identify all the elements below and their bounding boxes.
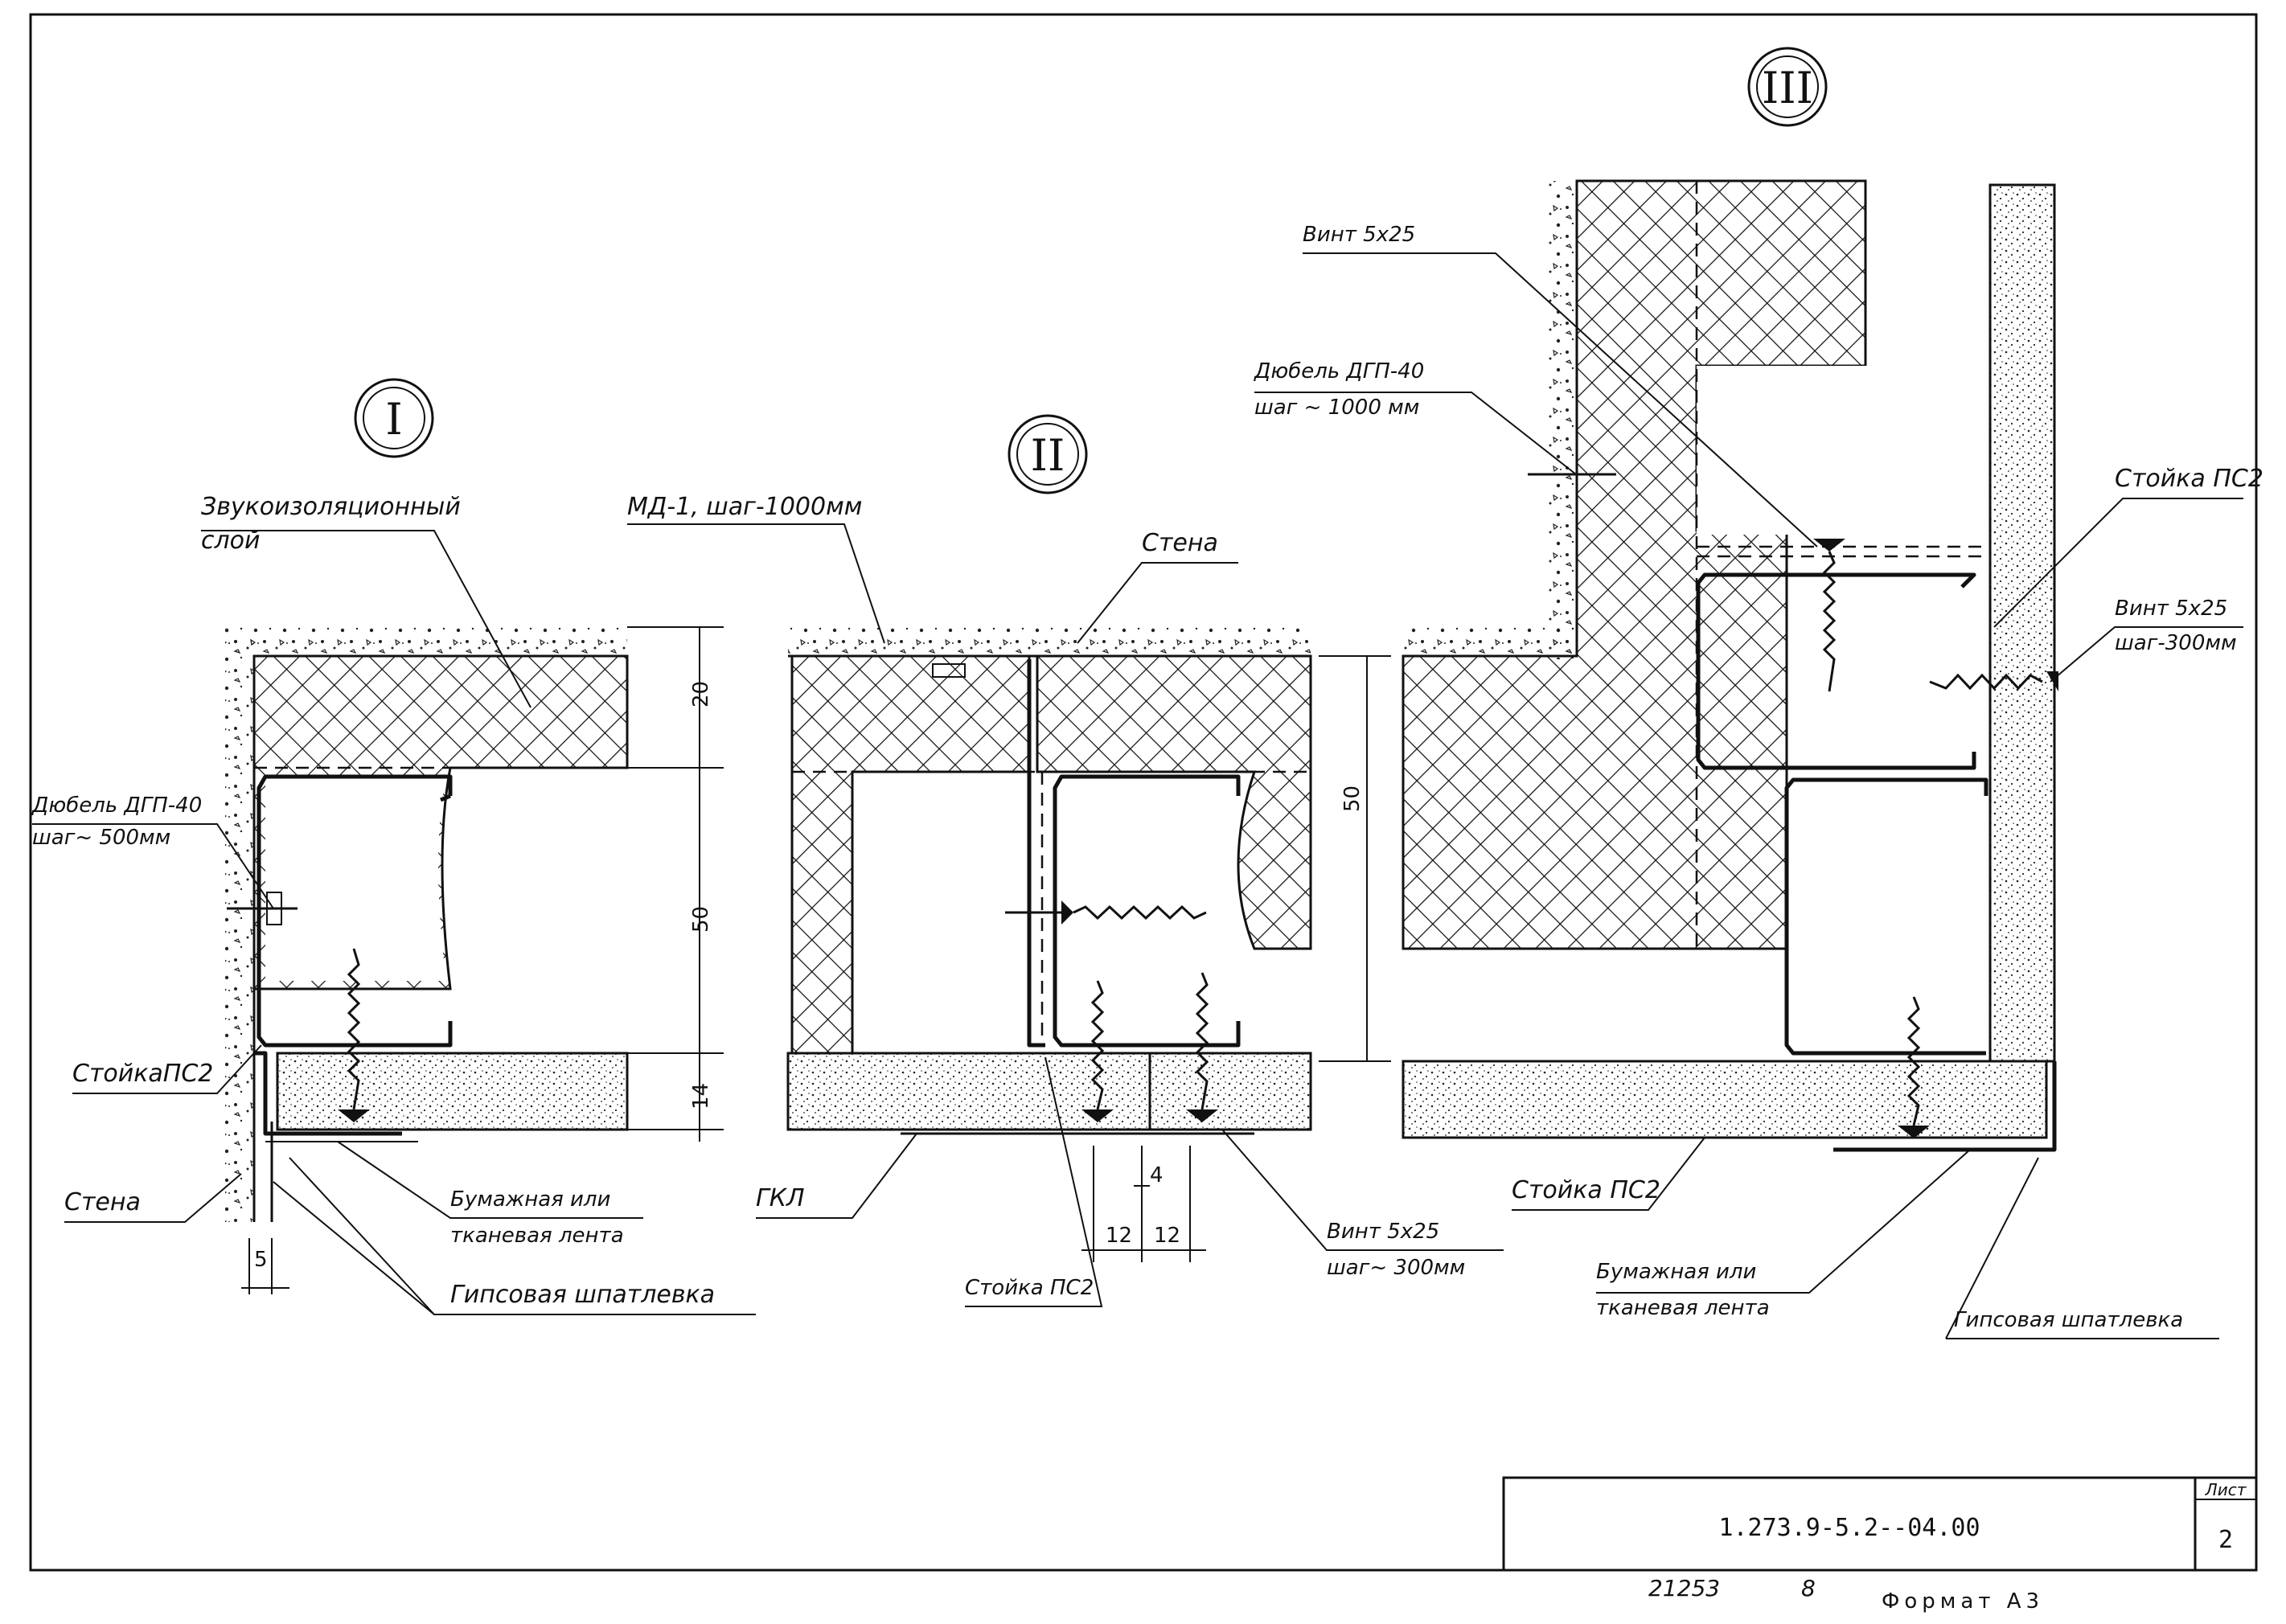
- label-s2-wall: Стена: [1142, 529, 1218, 557]
- section-1-number: I: [385, 394, 402, 445]
- footer-page: 8: [1801, 1575, 1816, 1601]
- section-2-insulation-left: [790, 654, 1031, 1055]
- section-2-md1-bracket: [932, 663, 966, 678]
- document-code: 1.273.9-5.2--04.00: [1718, 1514, 1980, 1542]
- label-s1-dowel: Дюбель ДГП-40: [31, 794, 202, 818]
- section-3-screw-top: [1813, 539, 1845, 692]
- label-s3-screw-right-step: шаг-300мм: [2115, 631, 2237, 655]
- section-2-screw-horizontal: [1005, 900, 1207, 925]
- title-block: 1.273.9-5.2--04.00 Лист 2: [1502, 1476, 2258, 1572]
- section-3-gkl-right: [1988, 183, 2056, 1063]
- section-1-screw: [338, 948, 370, 1122]
- section-3-gkl-bottom: [1402, 1060, 2048, 1139]
- dim-14: 14: [689, 1083, 713, 1109]
- label-s1-dowel-step: шаг~ 500мм: [32, 826, 170, 850]
- label-s1-wall: Стена: [64, 1188, 141, 1216]
- sheet-frame: [29, 13, 2258, 1572]
- section-3-wall-vertical: [1548, 181, 1577, 659]
- label-s3-tape-line1: Бумажная или: [1596, 1260, 1756, 1284]
- section-3-wall-horizontal: [1403, 627, 1577, 656]
- section-1-gkl-board: [276, 1052, 629, 1131]
- label-s1-tape-line1: Бумажная или: [450, 1187, 610, 1212]
- label-s2-screw: Винт 5х25: [1327, 1220, 1439, 1244]
- label-s2-screw-step: шаг~ 300мм: [1327, 1256, 1465, 1280]
- sheet-number: 2: [2218, 1526, 2233, 1554]
- section-2-stud-ps2: [1053, 774, 1241, 1048]
- label-s1-tape-line2: тканевая лента: [450, 1224, 624, 1248]
- section-2-stud-left: [1027, 659, 1045, 1048]
- label-s3-stud-bottom: Стойка ПС2: [1512, 1176, 1660, 1204]
- section-2-dim-12b: 12: [1154, 1224, 1180, 1248]
- section-2-screw-right: [1186, 972, 1218, 1122]
- section-3-stud-lower: [1784, 777, 1988, 1056]
- section-3-number: III: [1762, 63, 1813, 113]
- section-2-wall: [788, 627, 1311, 656]
- dim-50: 50: [689, 906, 713, 933]
- section-2-number: II: [1031, 430, 1065, 481]
- section-3-screw-right: [1929, 671, 2058, 691]
- section-1-wall-left: [225, 627, 254, 1222]
- section-3-insulation: [1402, 179, 1867, 950]
- section-3: III: [1254, 47, 2263, 1339]
- label-s2-stud: Стойка ПС2: [965, 1276, 1094, 1300]
- section-1: I 20 50 14: [31, 378, 756, 1315]
- sheet-label: Лист: [2205, 1480, 2247, 1499]
- label-s3-tape-line2: тканевая лента: [1596, 1296, 1770, 1320]
- label-s3-dowel-step: шаг ~ 1000 мм: [1254, 396, 1419, 420]
- section-1-marker: [354, 378, 434, 458]
- dim-5: 5: [254, 1248, 268, 1272]
- label-s1-stud: СтойкаПС2: [72, 1060, 213, 1088]
- label-s3-screw-top: Винт 5х25: [1303, 223, 1415, 247]
- section-3-marker: [1747, 47, 1828, 127]
- section-2-dim-50: 50: [1340, 785, 1365, 812]
- label-s3-screw-right: Винт 5х25: [2115, 597, 2227, 621]
- label-s3-dowel: Дюбель ДГП-40: [1254, 359, 1424, 383]
- section-2-gkl-board: [786, 1052, 1312, 1131]
- label-s3-stud-right: Стойка ПС2: [2115, 465, 2263, 493]
- section-1-stud-ps2: [257, 774, 453, 1048]
- section-3-screw-bottom: [1898, 996, 1930, 1138]
- label-s2-md1: МД-1, шаг-1000мм: [627, 493, 862, 521]
- section-2-screw-left: [1081, 980, 1114, 1122]
- footer-number: 21253: [1648, 1575, 1720, 1601]
- section-2-dim-12a: 12: [1106, 1224, 1132, 1248]
- section-2: II: [627, 414, 1504, 1307]
- section-1-wall-top: [225, 627, 627, 656]
- footer-format: Формат А3: [1882, 1589, 2044, 1614]
- section-3-stud-upper: [1696, 572, 1976, 770]
- label-s2-gkl: ГКЛ: [756, 1184, 805, 1212]
- section-2-insulation-right: [1036, 654, 1312, 950]
- section-2-marker: [1008, 414, 1088, 494]
- dim-20: 20: [689, 681, 713, 707]
- label-insulation-line1: Звукоизоляционный: [201, 493, 461, 521]
- label-s3-putty: Гипсовая шпатлевка: [1954, 1308, 2183, 1332]
- label-s1-putty: Гипсовая шпатлевка: [450, 1281, 715, 1309]
- section-2-dim-4: 4: [1150, 1163, 1164, 1187]
